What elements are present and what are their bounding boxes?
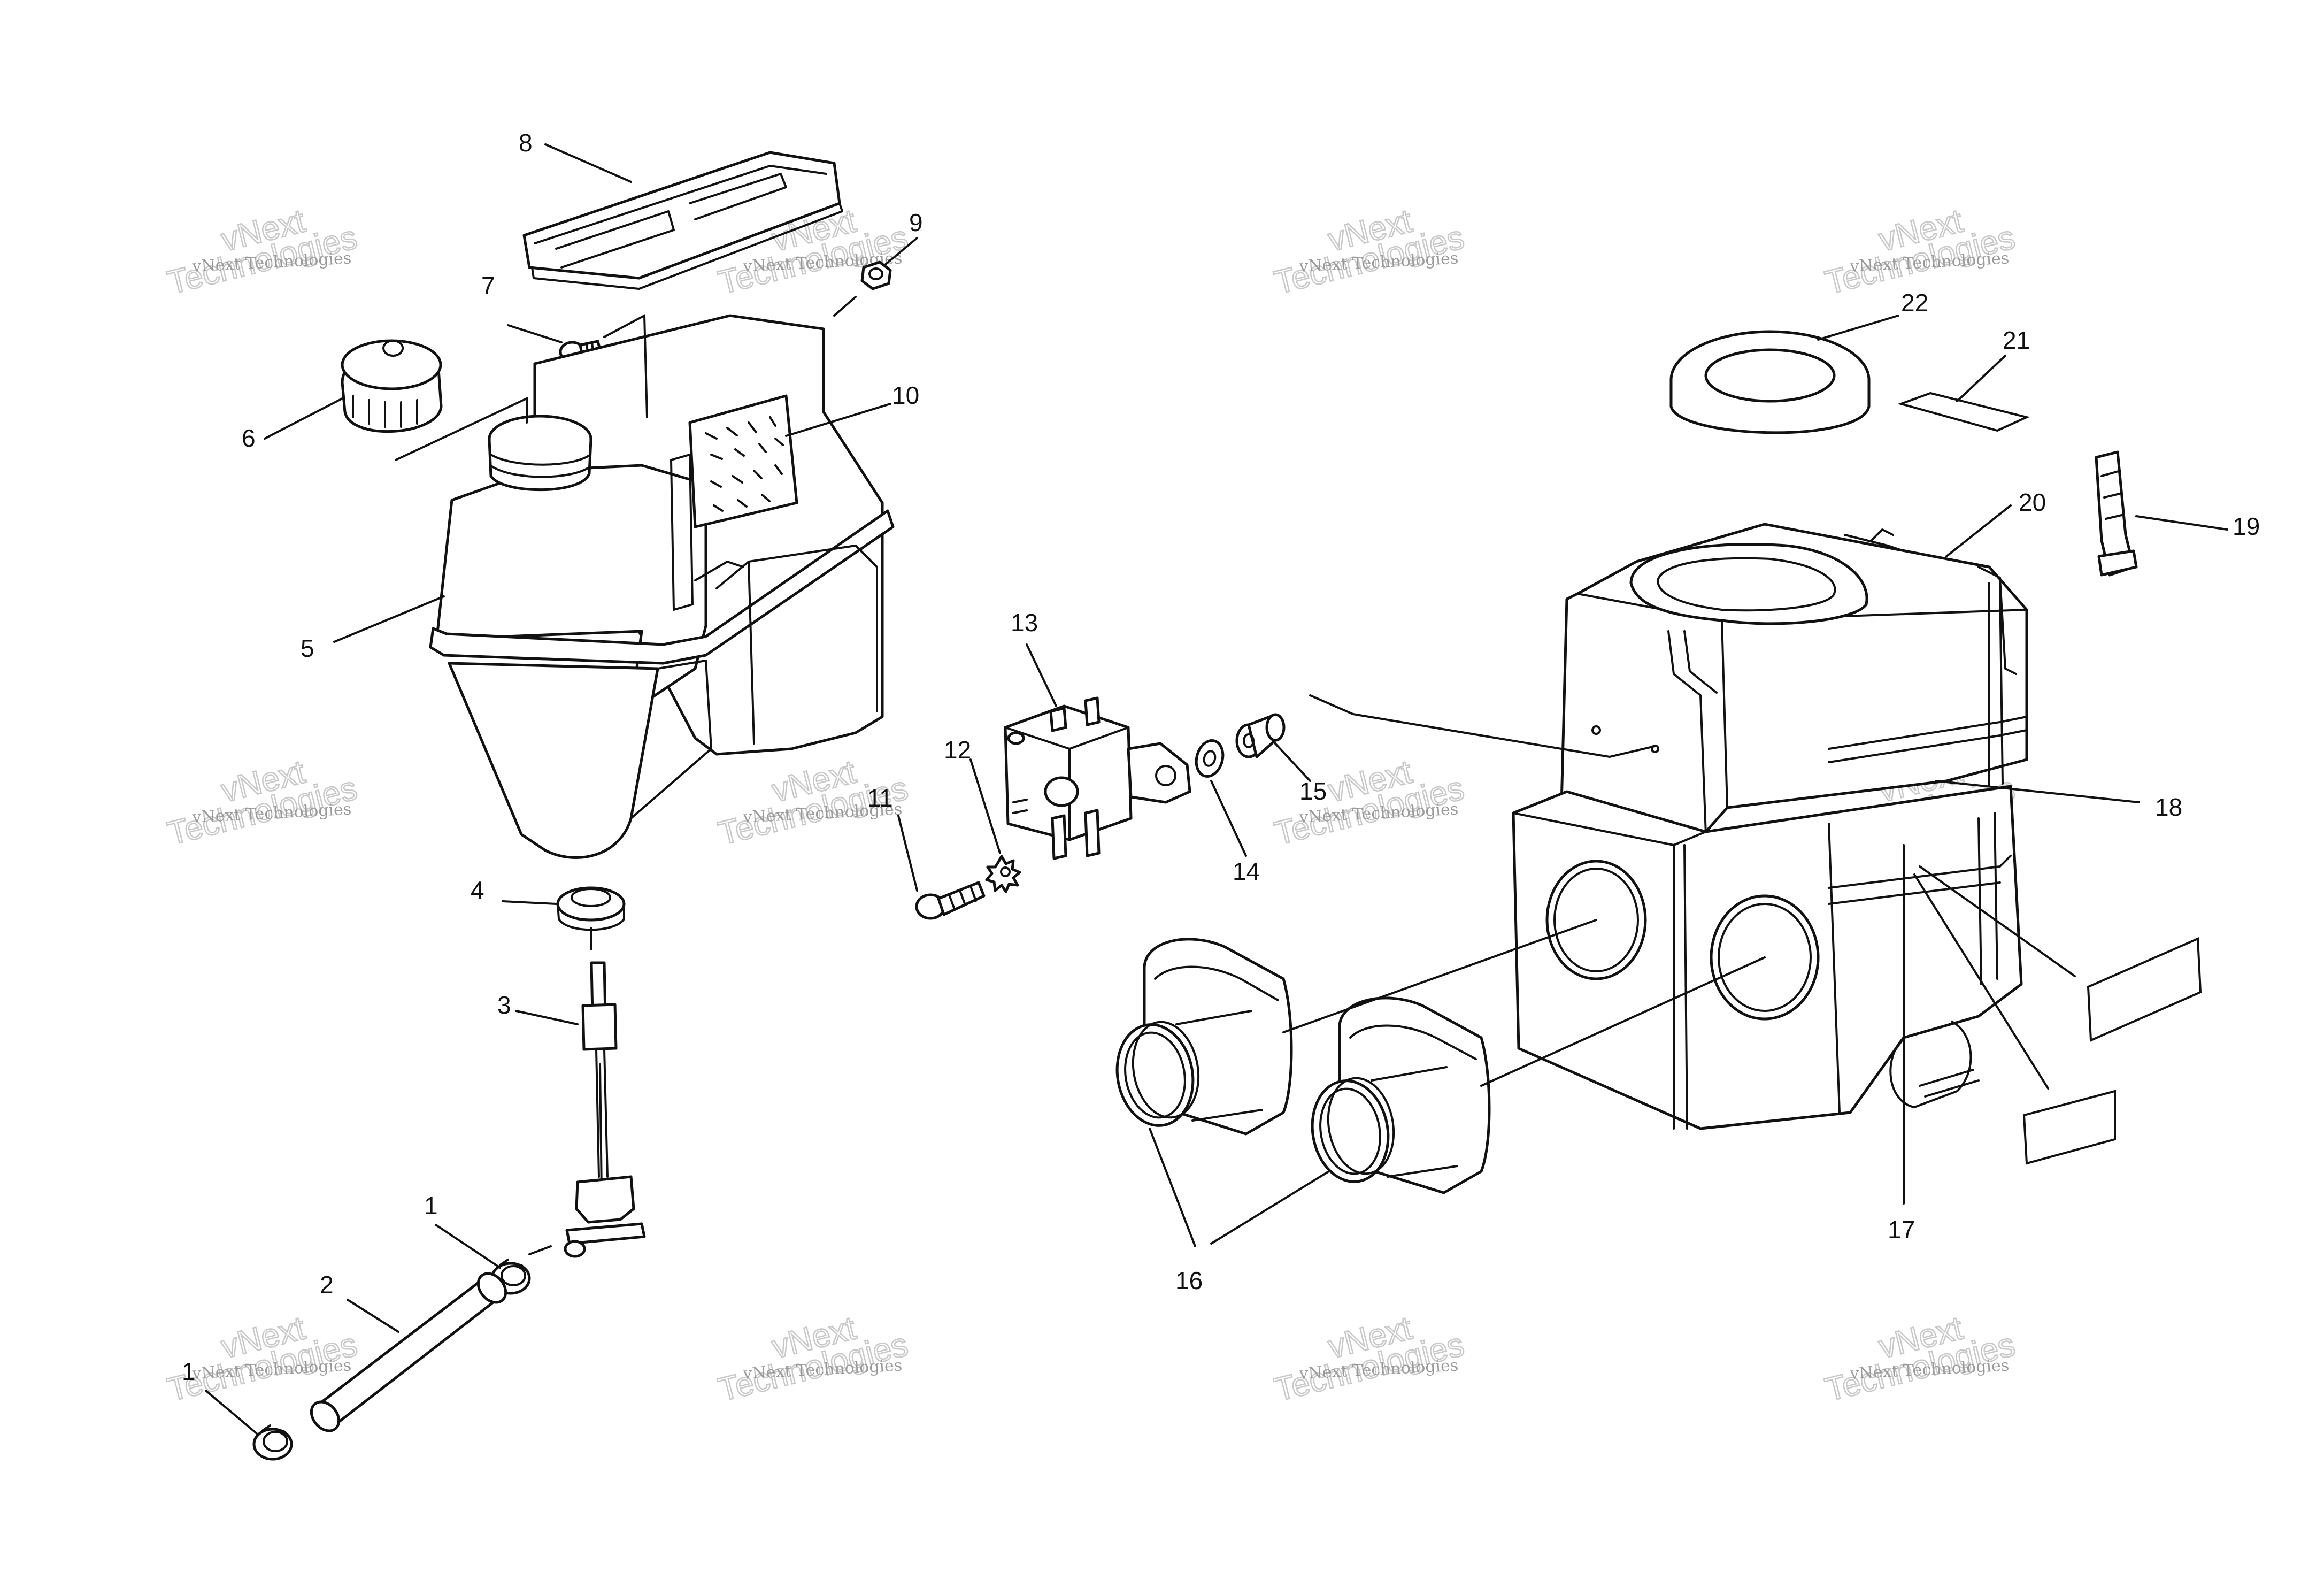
callout-5: 5 <box>301 634 314 662</box>
callout-2: 2 <box>320 1271 334 1299</box>
oil-pump-part <box>1004 696 1191 860</box>
callout-12: 12 <box>944 736 971 764</box>
callout-20: 20 <box>2019 488 2046 516</box>
tank-cover-part <box>522 151 843 290</box>
callout-6: 6 <box>242 424 256 452</box>
callout-numbers: 1 1 2 3 4 5 6 7 8 9 10 11 12 13 14 15 16… <box>182 129 2260 1385</box>
washer-part <box>1195 739 1225 778</box>
callout-8: 8 <box>519 129 533 157</box>
intake-boot-left-part <box>1115 938 1293 1136</box>
oil-hose-part <box>310 1272 507 1432</box>
foam-seal-ring-part <box>1669 330 1871 434</box>
callout-19: 19 <box>2233 512 2260 540</box>
callout-1-lower: 1 <box>182 1358 196 1385</box>
lock-washer-part <box>985 855 1021 893</box>
callout-14: 14 <box>1233 857 1260 885</box>
tank-cap-part <box>341 339 443 433</box>
oil-tank-part <box>429 314 895 859</box>
airbox-lid-part <box>1560 523 2028 835</box>
airbox-base-part <box>1512 785 2023 1130</box>
leader-lines <box>205 143 2228 1435</box>
latch-part <box>2095 450 2138 577</box>
callout-16: 16 <box>1175 1267 1203 1294</box>
callout-11: 11 <box>867 784 893 812</box>
grommet-part <box>556 886 626 931</box>
callout-1-upper: 1 <box>424 1192 438 1220</box>
callout-4: 4 <box>471 876 484 904</box>
callout-9: 9 <box>909 209 923 236</box>
pump-bolt-part <box>915 881 986 920</box>
callout-17: 17 <box>1888 1216 1915 1244</box>
callout-15: 15 <box>1299 777 1327 805</box>
callout-7: 7 <box>481 272 495 300</box>
decal-medium-part <box>2022 1090 2116 1165</box>
callout-10: 10 <box>892 381 919 409</box>
intake-boot-right-part <box>1311 996 1491 1194</box>
callout-21: 21 <box>2003 326 2030 354</box>
nut-part <box>860 260 892 290</box>
hose-clamp-lower-part <box>252 1424 293 1461</box>
callout-22: 22 <box>1901 289 1928 317</box>
fitting-part <box>1235 713 1286 758</box>
oil-pickup-part <box>564 961 646 1258</box>
callout-13: 13 <box>1011 609 1038 637</box>
decal-large-part <box>2087 937 2202 1042</box>
decal-small-part <box>1897 392 2030 432</box>
callout-18: 18 <box>2155 793 2182 821</box>
callout-3: 3 <box>497 991 511 1019</box>
